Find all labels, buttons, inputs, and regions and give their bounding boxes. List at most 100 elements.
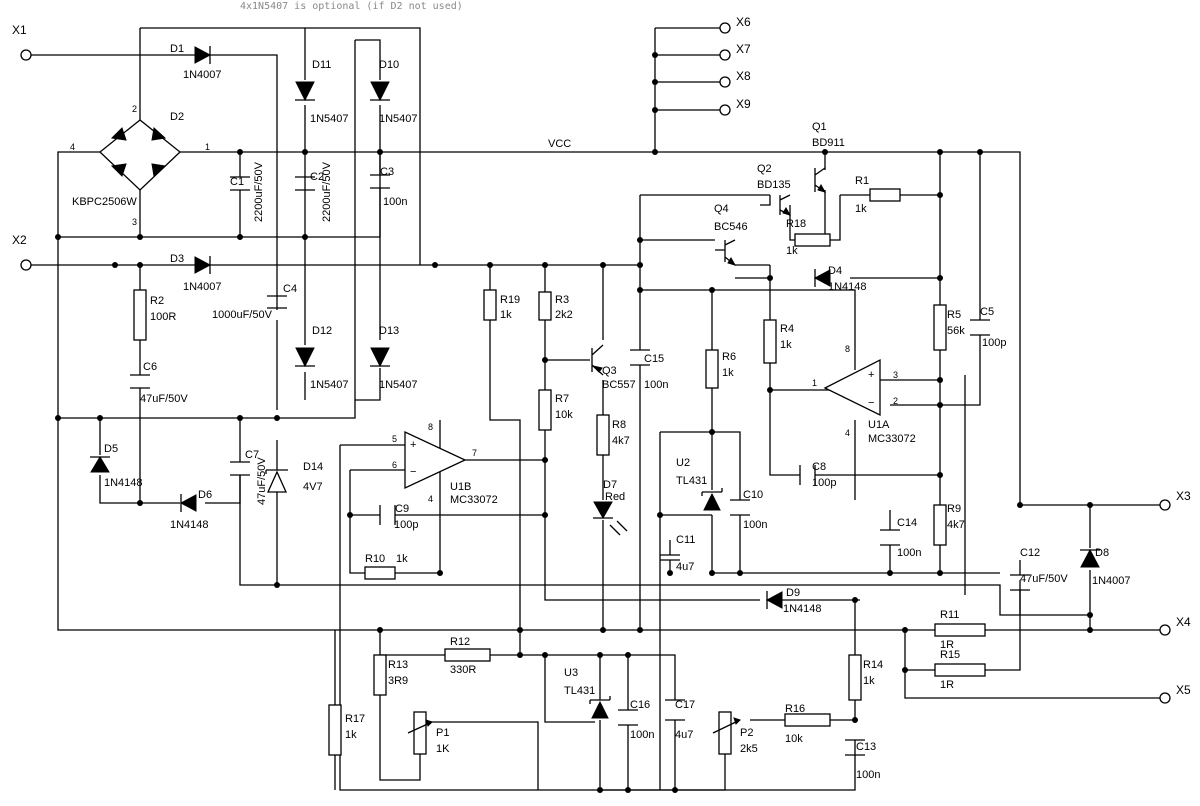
resistor-r17[interactable]: R17 1k xyxy=(328,704,365,756)
net-vcc-label: VCC xyxy=(548,138,571,150)
resistor-r8[interactable]: R8 4k7 xyxy=(596,414,630,456)
capacitor-c8[interactable]: C8 100p xyxy=(799,461,836,489)
diode-d6[interactable]: D6 1N4148 xyxy=(170,489,212,531)
diode-d6-ref: D6 xyxy=(198,489,212,501)
opamp-u1a[interactable]: + − 3 2 1 8 4 U1A MC33072 xyxy=(812,344,916,445)
diode-d5[interactable]: D5 1N4148 xyxy=(90,443,143,489)
resistor-r5-value: 56k xyxy=(947,325,965,337)
zener-d14[interactable]: D14 4V7 xyxy=(265,461,323,493)
led-d7-ref: D7 xyxy=(603,479,617,491)
resistor-r15[interactable]: R15 1R xyxy=(934,649,986,691)
terminal-x3[interactable]: X3 xyxy=(1159,489,1191,511)
resistor-r6-ref: R6 xyxy=(722,351,736,363)
terminal-x2[interactable]: X2 xyxy=(12,233,32,271)
diode-d12[interactable]: D12 1N5407 xyxy=(295,325,349,391)
capacitor-c3-ref: C3 xyxy=(380,166,394,178)
diode-d4[interactable]: D4 1N4148 xyxy=(813,265,867,293)
opamp-u1b[interactable]: + − 5 6 7 8 4 U1B MC33072 xyxy=(392,422,498,506)
diode-d8[interactable]: D8 1N4007 xyxy=(1080,547,1131,587)
resistor-r18[interactable]: R18 1k xyxy=(786,218,831,257)
potentiometer-p1-ref: P1 xyxy=(436,727,449,739)
terminal-x5[interactable]: X5 xyxy=(1159,683,1191,704)
capacitor-c9-value: 100p xyxy=(394,519,418,531)
capacitor-c3[interactable]: C3 100n xyxy=(370,166,407,208)
terminal-x8[interactable]: X8 xyxy=(719,69,751,88)
terminal-x6[interactable]: X6 xyxy=(719,15,751,34)
zener-d14-value: 4V7 xyxy=(303,481,323,493)
shunt-regulator-u2[interactable]: U2 TL431 xyxy=(676,457,723,511)
resistor-r10[interactable]: R10 1k xyxy=(364,553,408,580)
transistor-q4-value: BC546 xyxy=(714,221,748,233)
transistor-q2[interactable]: Q2 BD135 xyxy=(757,163,792,216)
terminal-x1-label: X1 xyxy=(12,23,27,37)
capacitor-c14-value: 100n xyxy=(897,547,921,559)
capacitor-c17[interactable]: C17 4u7 xyxy=(665,699,695,741)
led-d7[interactable]: D7 Red xyxy=(593,479,628,536)
bridge-rectifier-d2[interactable]: D2 KBPC2506W 2 1 4 3 xyxy=(70,104,210,227)
capacitor-c14[interactable]: C14 100n xyxy=(880,517,921,559)
diode-d10-ref: D10 xyxy=(379,59,399,71)
capacitor-c1[interactable]: C1 2200uF/50V xyxy=(230,161,265,222)
resistor-r11[interactable]: R11 1R xyxy=(934,609,986,651)
resistor-r5[interactable]: R5 56k xyxy=(933,304,965,351)
transistor-q2-ref: Q2 xyxy=(757,163,772,175)
resistor-r13[interactable]: R13 3R9 xyxy=(373,654,408,696)
resistor-r3[interactable]: R3 2k2 xyxy=(538,291,573,321)
resistor-r1[interactable]: R1 1k xyxy=(855,175,901,215)
transistor-q3[interactable]: Q3 BC557 xyxy=(591,344,636,391)
terminal-x4[interactable]: X4 xyxy=(1159,615,1191,636)
terminal-x7[interactable]: X7 xyxy=(719,42,751,61)
svg-text:+: + xyxy=(868,369,874,381)
resistor-r12[interactable]: R12 330R xyxy=(444,636,491,676)
capacitor-c17-ref: C17 xyxy=(675,699,695,711)
capacitor-c12[interactable]: C12 47uF/50V xyxy=(1010,547,1068,591)
capacitor-c11[interactable]: C11 4u7 xyxy=(660,534,695,573)
resistor-r9[interactable]: R9 4k7 xyxy=(933,503,965,546)
capacitor-c2[interactable]: C2 2200uF/50V xyxy=(295,161,333,222)
resistor-r18-ref: R18 xyxy=(786,218,806,230)
resistor-r11-value: 1R xyxy=(940,639,954,651)
bridge-pin-2: 2 xyxy=(132,104,137,114)
diode-d3[interactable]: D3 1N4007 xyxy=(170,253,222,293)
resistor-r6[interactable]: R6 1k xyxy=(705,349,736,389)
capacitor-c15[interactable]: C15 100n xyxy=(630,349,668,391)
capacitor-c9[interactable]: C9 100p xyxy=(379,503,418,531)
diode-d4-ref: D4 xyxy=(828,265,842,277)
resistor-r19[interactable]: R19 1k xyxy=(483,289,520,321)
capacitor-c4[interactable]: C4 1000uF/50V xyxy=(212,283,297,321)
opamp-u1b-pin4: 4 xyxy=(428,494,433,504)
resistor-r18-value: 1k xyxy=(786,245,798,257)
shunt-regulator-u3[interactable]: U3 TL431 xyxy=(564,667,611,719)
resistor-r16-ref: R16 xyxy=(785,703,805,715)
diode-d13[interactable]: D13 1N5407 xyxy=(370,325,418,391)
terminal-x1[interactable]: X1 xyxy=(12,23,32,61)
capacitor-c5[interactable]: C5 100p xyxy=(970,306,1006,349)
resistor-r16[interactable]: R16 10k xyxy=(784,703,831,745)
resistor-r2[interactable]: R2 100R xyxy=(133,289,176,341)
capacitor-c16[interactable]: C16 100n xyxy=(618,699,654,741)
capacitor-c2-ref: C2 xyxy=(310,171,324,183)
diode-d1[interactable]: D1 1N4007 xyxy=(170,43,222,81)
diode-d10[interactable]: D10 1N5407 xyxy=(370,59,418,125)
shunt-regulator-u2-ref: U2 xyxy=(676,457,690,469)
capacitor-c8-value: 100p xyxy=(812,477,836,489)
terminal-x9[interactable]: X9 xyxy=(719,97,751,116)
transistor-q3-ref: Q3 xyxy=(602,365,617,377)
diode-d9[interactable]: D9 1N4148 xyxy=(765,587,822,615)
potentiometer-p1[interactable]: P1 1K xyxy=(407,711,450,755)
transistor-q4[interactable]: Q4 BC546 xyxy=(714,203,770,266)
transistor-q1[interactable]: Q1 BD911 xyxy=(812,121,845,193)
resistor-r4[interactable]: R4 1k xyxy=(763,319,794,364)
potentiometer-p2-ref: P2 xyxy=(740,727,753,739)
capacitor-c10[interactable]: C10 100n xyxy=(730,489,767,531)
diode-d11[interactable]: D11 1N5407 xyxy=(295,59,349,125)
resistor-r7[interactable]: R7 10k xyxy=(538,389,573,431)
capacitor-c7[interactable]: C7 47uF/50V xyxy=(230,449,268,505)
capacitor-c6[interactable]: C6 47uF/50V xyxy=(130,361,188,405)
capacitor-c13[interactable]: C13 100n xyxy=(845,739,880,781)
bridge-pin-3: 3 xyxy=(132,217,137,227)
resistor-r7-value: 10k xyxy=(555,409,573,421)
resistor-r14[interactable]: R14 1k xyxy=(848,654,883,701)
potentiometer-p2[interactable]: P2 2k5 xyxy=(712,711,758,755)
